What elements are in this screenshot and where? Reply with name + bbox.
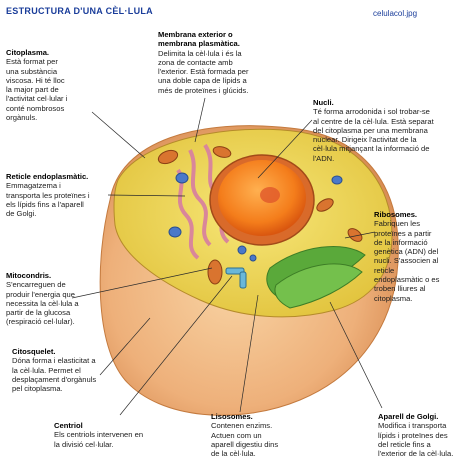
leader-lines — [71, 97, 383, 416]
label-centriole: Centriol Els centriols intervenen en la … — [54, 421, 144, 449]
page-title: ESTRUCTURA D'UNA CÈL·LULA — [6, 6, 153, 16]
label-lysosomes: Lisosomes. Contenen enzims. Actuen com u… — [211, 412, 279, 459]
nucleolus — [260, 187, 280, 203]
centriole — [225, 267, 247, 289]
mitochondria — [157, 146, 363, 285]
label-cytoplasm: Citoplasma. Està format per una substànc… — [6, 48, 68, 123]
label-endoplasmic-reticulum: Reticle endoplasmàtic. Emmagatzema i tra… — [6, 172, 90, 219]
label-nucleus: Nucli. Té forma arrodonida i sol trobar-… — [313, 98, 434, 163]
golgi-apparatus — [266, 245, 366, 309]
lysosomes — [168, 172, 343, 262]
label-plasma-membrane: Membrana exterior o membrana plasmàtica.… — [158, 30, 249, 95]
image-filename: celulacol.jpg — [373, 9, 418, 18]
label-golgi-apparatus: Aparell de Golgi. Modifica i transporta … — [378, 412, 454, 459]
label-cytoskeleton: Citosquelet. Dóna forma i elasticitat a … — [12, 347, 97, 394]
label-ribosomes: Ribosomes. Fabriquen les proteïnes a par… — [374, 210, 440, 303]
label-mitochondria: Mitocondris. S'encarreguen de produir l'… — [6, 271, 79, 327]
